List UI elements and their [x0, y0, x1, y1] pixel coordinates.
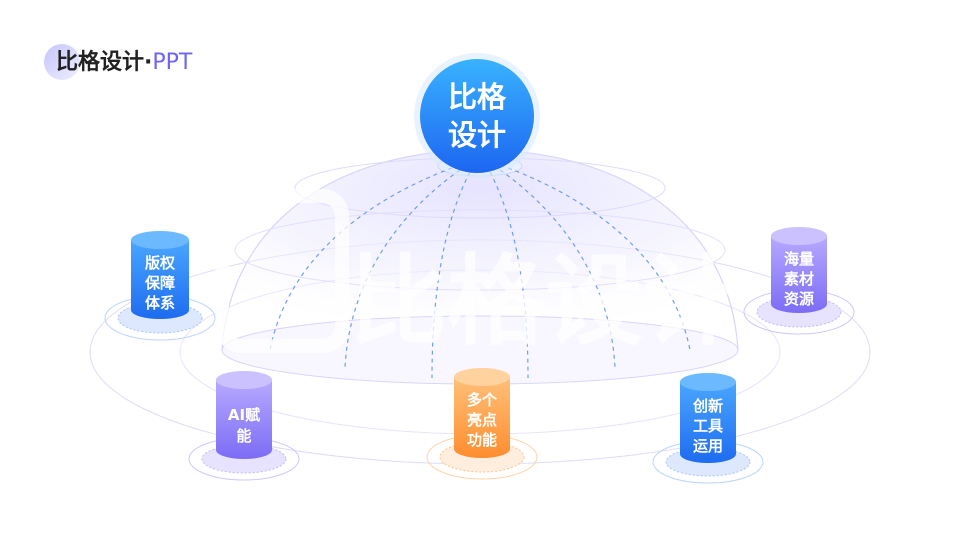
node-ai-line2: 能	[236, 427, 251, 445]
node-assets-line3: 资源	[784, 290, 814, 308]
meridian	[344, 169, 461, 369]
node-copyright-line2: 保障	[144, 274, 175, 292]
node-tools-line3: 运用	[693, 437, 723, 455]
brand-dot-icon	[44, 44, 80, 80]
node-assets-line2: 素材	[784, 270, 814, 288]
watermark: 比格设计	[215, 189, 741, 359]
node-highlights-line3: 功能	[467, 431, 497, 449]
node-tools-line2: 工具	[693, 417, 723, 435]
brand-separator: ·	[144, 50, 153, 75]
brand-suffix: PPT	[152, 50, 193, 75]
brand: 比格设计·PPT	[44, 40, 192, 80]
node-highlights-line2: 亮点	[467, 411, 497, 429]
watermark-logo-icon	[215, 189, 349, 353]
meridian	[431, 171, 471, 379]
node-assets-line1: 海量	[784, 250, 814, 268]
dome-latitude-mid	[234, 209, 726, 291]
node-copyright-line3: 体系	[145, 294, 175, 312]
node-highlights-line1: 多个	[467, 391, 498, 409]
node-tools-line1: 创新	[692, 397, 723, 415]
node-assets: 海量 素材 资源	[743, 227, 855, 335]
meridian	[499, 169, 616, 369]
meridian	[489, 171, 529, 379]
meridian	[507, 167, 691, 351]
node-ai-line1: AI赋	[228, 406, 260, 424]
node-tools: 创新 工具 运用	[652, 373, 764, 484]
node-copyright: 版权 保障 体系	[104, 231, 216, 341]
dome	[222, 150, 738, 350]
node-highlights: 多个 亮点 功能	[426, 368, 538, 480]
center-label-line2: 设计	[448, 118, 506, 152]
center-node: 比格 设计	[414, 53, 540, 179]
node-copyright-line1: 版权	[145, 254, 176, 272]
brand-title: 比格设计·PPT	[56, 44, 192, 76]
brand-name: 比格设计	[56, 50, 145, 75]
watermark-text: 比格设计	[349, 245, 741, 359]
center-label-line1: 比格	[448, 80, 507, 114]
node-ai: AI赋 能	[188, 371, 300, 481]
